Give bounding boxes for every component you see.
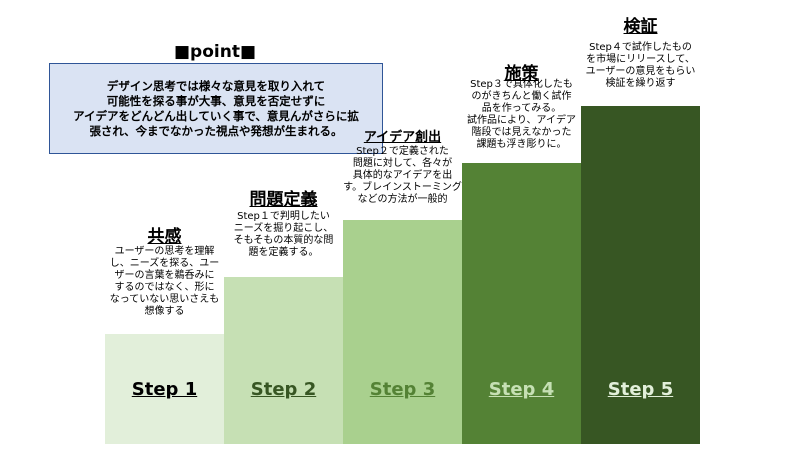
step-description: Step２で定義された 問題に対して、各々が 具体的なアイデアを出 す。ブレイン… [343,146,462,205]
step-block-2: Step 2 [224,277,343,444]
step-heading: アイデア創出 [363,130,442,145]
step-label: Step 1 [131,379,198,400]
point-title: ■point■ [173,42,257,62]
step-heading: 施策 [504,64,539,84]
step-block-3: Step 3 [343,220,462,444]
step-label: Step 5 [607,379,674,400]
step-label: Step 2 [250,379,317,400]
step-description: Step４で試作したもの を市場にリリースして、 ユーザーの意見をもらい 検証を… [585,42,696,89]
point-box: デザイン思考では様々な意見を取り入れて 可能性を探る事が大事、意見を否定せずに … [49,63,383,154]
step-description: Step１で判明したい ニーズを掘り起こし、 そもそもの本質的な問 題を定義する… [233,211,334,258]
step-block-5: Step 5 [581,106,700,444]
step-heading: 共感 [147,227,182,247]
point-text: デザイン思考では様々な意見を取り入れて 可能性を探る事が大事、意見を否定せずに … [73,78,359,138]
step-description: ユーザーの思考を理解 し、ニーズを探る、ユー ザーの言葉を鵜呑みに するのではな… [109,246,220,317]
step-description: Step３で具体化したも のがきちんと働く試作 品を作ってみる。 試作品により、… [467,79,576,150]
step-label: Step 3 [369,379,436,400]
step-block-4: Step 4 [462,163,581,444]
step-heading: 検証 [623,17,658,37]
step-block-1: Step 1 [105,334,224,444]
step-label: Step 4 [488,379,555,400]
step-heading: 問題定義 [249,190,318,210]
